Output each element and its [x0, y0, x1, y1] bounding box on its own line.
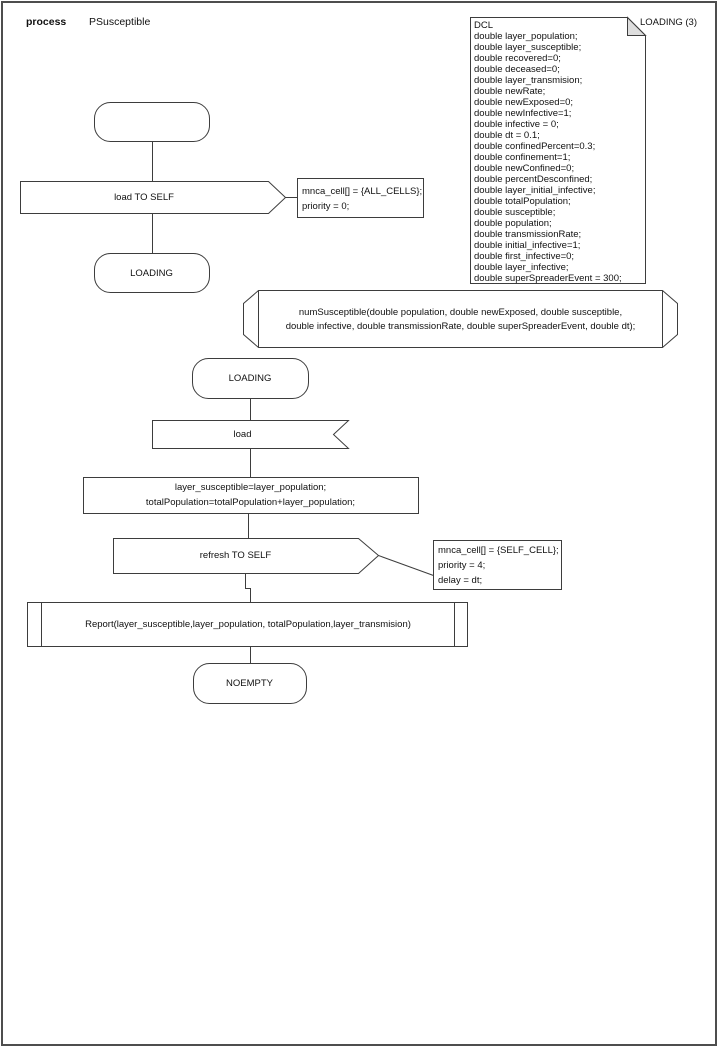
- task-line: layer_susceptible=layer_population;: [174, 482, 327, 493]
- process-name-label: PSusceptible: [89, 16, 151, 28]
- declaration-line: double newRate;: [474, 86, 546, 97]
- state-noempty-label: NOEMPTY: [226, 678, 273, 689]
- declaration-line: double newInfective=1;: [474, 108, 572, 119]
- comment-line: priority = 0;: [302, 201, 350, 212]
- comment-line: mnca_cell[] = {SELF_CELL};: [438, 545, 559, 556]
- declaration-line: double confinedPercent=0.3;: [474, 141, 596, 152]
- comment-box-load[interactable]: [297, 178, 424, 218]
- comment-refresh-text: mnca_cell[] = {SELF_CELL}; priority = 4; d…: [438, 543, 559, 588]
- declaration-line: double totalPopulation;: [474, 196, 571, 207]
- input-load-label: load: [233, 429, 252, 440]
- input-load-shape[interactable]: [152, 420, 350, 449]
- declaration-line: double population;: [474, 218, 552, 229]
- state-loading-1-shape[interactable]: [94, 253, 210, 293]
- state-loading-2-label: LOADING: [228, 373, 272, 384]
- declarations-note-shape[interactable]: [470, 17, 646, 284]
- state-noempty-shape[interactable]: [193, 663, 307, 704]
- task-text: layer_susceptible=layer_population;total…: [83, 480, 418, 510]
- declaration-line: double deceased=0;: [474, 64, 560, 75]
- declaration-line: double newConfined=0;: [474, 163, 575, 174]
- start-state-shape[interactable]: [94, 102, 210, 142]
- procedure-call-label: Report(layer_susceptible,layer_populatio…: [85, 619, 411, 630]
- declaration-line: double dt = 0.1;: [474, 130, 540, 141]
- comment-line: delay = dt;: [438, 575, 483, 586]
- declaration-line: double infective = 0;: [474, 119, 559, 130]
- declaration-line: double initial_infective=1;: [474, 240, 581, 251]
- task-box-shape[interactable]: [83, 477, 419, 514]
- declaration-line: DCL: [474, 20, 494, 31]
- comment-line: priority = 4;: [438, 560, 486, 571]
- note-reference-label: LOADING (3): [640, 17, 698, 28]
- declaration-line: double layer_population;: [474, 31, 578, 42]
- declaration-line: double layer_transmision;: [474, 75, 583, 86]
- procedure-declaration-text: numSusceptible(double population, double…: [243, 306, 678, 334]
- declaration-line: double confinement=1;: [474, 152, 571, 163]
- state-loading-1-label: LOADING: [130, 268, 173, 279]
- output-refresh-label: refresh TO SELF: [199, 550, 272, 561]
- declaration-line: double layer_susceptible;: [474, 42, 582, 53]
- output-load-shape[interactable]: [20, 181, 287, 214]
- comment-line: mnca_cell[] = {ALL_CELLS};: [302, 186, 423, 197]
- declaration-line: double layer_infective;: [474, 262, 569, 273]
- comment-leader-refresh[interactable]: [378, 555, 434, 576]
- declaration-line: double newExposed=0;: [474, 97, 574, 108]
- comment-box-refresh[interactable]: [433, 540, 562, 590]
- task-line: totalPopulation=totalPopulation+layer_po…: [145, 497, 356, 508]
- procedure-declaration-line: numSusceptible(double population, double…: [298, 307, 623, 318]
- note-fold-corner-icon: [627, 16, 647, 36]
- procedure-declaration-line: double infective, double transmissionRat…: [285, 321, 636, 332]
- comment-load-text: mnca_cell[] = {ALL_CELLS}; priority = 0;: [302, 184, 423, 214]
- output-load-label: load TO SELF: [114, 192, 174, 203]
- declaration-line: double transmissionRate;: [474, 229, 582, 240]
- declaration-line: double recovered=0;: [474, 53, 561, 64]
- declaration-line: double superSpreaderEvent = 300;: [474, 273, 622, 284]
- declaration-line: double susceptible;: [474, 207, 556, 218]
- connector-output-to-procedure[interactable]: [245, 573, 251, 603]
- declaration-line: double first_infective=0;: [474, 251, 575, 262]
- process-kind-label: process: [26, 16, 67, 28]
- output-refresh-shape[interactable]: [113, 538, 380, 574]
- declaration-line: double layer_initial_infective;: [474, 185, 596, 196]
- declaration-line: double percentDesconfined;: [474, 174, 593, 185]
- procedure-call-shape[interactable]: [27, 602, 468, 647]
